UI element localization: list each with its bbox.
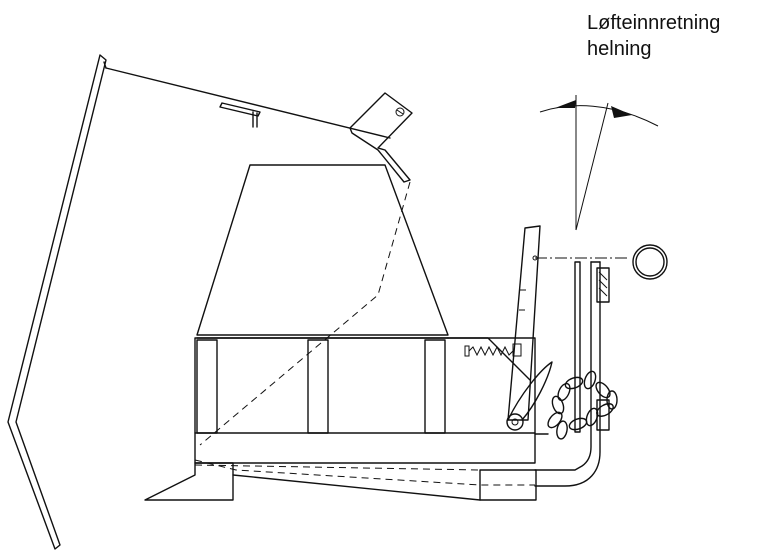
chain <box>534 370 618 440</box>
lid-bracket <box>349 92 413 183</box>
annotation-line-1: Løfteinnretning <box>587 12 721 34</box>
skid-feet <box>144 462 537 501</box>
tipping-lid <box>7 54 391 550</box>
lid-latch <box>219 102 261 128</box>
base-frame <box>194 337 536 464</box>
spring <box>464 343 522 357</box>
hidden-lines <box>194 181 535 486</box>
fork-bracket <box>534 261 610 487</box>
tilt-lever <box>506 225 553 431</box>
reference-lines <box>535 244 668 280</box>
tilt-angle-indicator <box>539 95 659 231</box>
annotation-line-2: helning <box>587 38 652 60</box>
hopper-body <box>196 164 449 339</box>
tilt-annotation: Løfteinnretning helning <box>587 10 720 62</box>
